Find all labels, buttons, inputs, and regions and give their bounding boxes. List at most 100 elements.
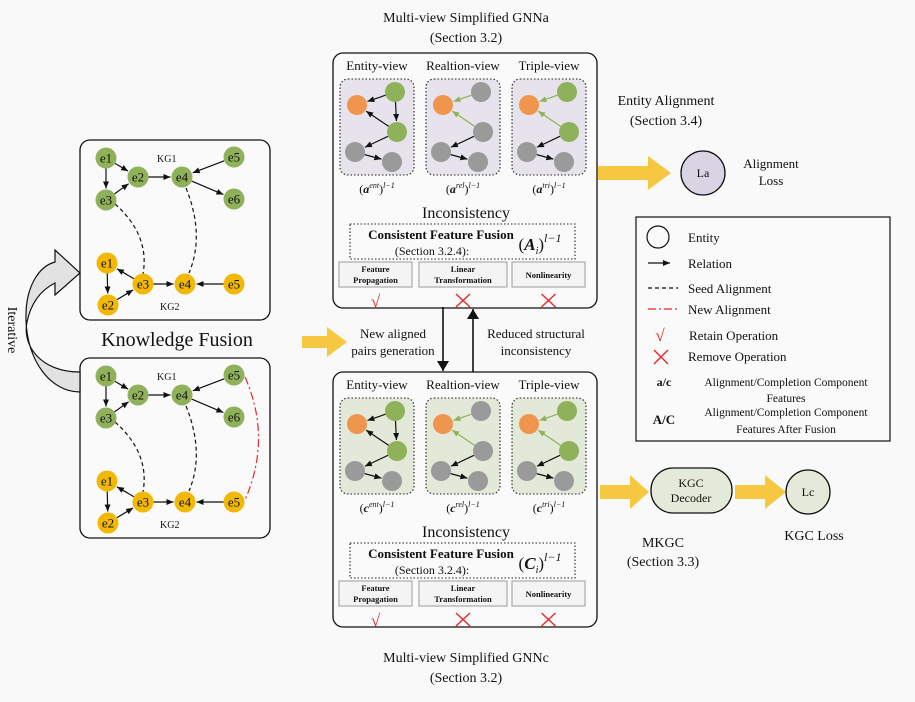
green-relation-arrow-icon: [537, 429, 562, 446]
view-entity-node: [517, 142, 537, 162]
kg1-entity-label: e4: [176, 170, 189, 185]
operation-box: [418, 580, 508, 607]
entity-alignment-section: (Section 3.4): [630, 114, 703, 129]
kg2-entity-label: e1: [101, 474, 113, 489]
fusion-box: [349, 542, 576, 579]
view-feature-label: (ctri)l−1: [533, 500, 566, 515]
kg2-entity-label: e3: [137, 495, 149, 510]
fusion-section: (Section 3.2.4):: [395, 244, 469, 258]
view-title: Realtion-view: [426, 377, 500, 392]
new-aligned-label-2: pairs generation: [351, 343, 435, 358]
legend-relation: Relation: [688, 256, 733, 271]
kg1-label: KG1: [157, 372, 176, 383]
view-entity-node: [557, 82, 577, 102]
view-entity-node: [385, 401, 405, 421]
relation-arrow-icon: [450, 454, 475, 467]
legend-check-icon: √: [655, 326, 665, 345]
kg1-entity-node: [223, 406, 245, 428]
alignment-loss-label-2: Loss: [759, 173, 784, 188]
legend-AC-line2: Features After Fusion: [736, 424, 836, 436]
new-alignment-line: [244, 376, 260, 501]
legend-ac-key: a/c: [657, 375, 672, 389]
fused-feature-label: (Ai)l−1: [519, 231, 562, 257]
kg1-entity-node: [171, 166, 193, 188]
kg2-entity-node: [97, 294, 119, 316]
relation-arrow-icon: [114, 380, 129, 390]
kg1-entity-label: e6: [228, 410, 241, 425]
kg1-entity-label: e4: [176, 388, 189, 403]
relation-arrow-icon: [114, 401, 130, 413]
view-entity-node: [387, 441, 407, 461]
kg1-entity-node: [127, 384, 149, 406]
relation-arrow-icon: [450, 473, 468, 480]
kg1-entity-label: e1: [100, 369, 112, 384]
relation-arrow-icon: [536, 454, 561, 467]
view-entity-node: [382, 152, 402, 172]
view-entity-node: [385, 82, 405, 102]
relation-arrow-icon: [116, 486, 135, 498]
green-relation-arrow-icon: [453, 94, 472, 103]
view-entity-node: [433, 95, 453, 115]
kgc-decoder: [650, 467, 733, 514]
kg2-entity-node: [97, 512, 119, 534]
gnn-c-title: Multi-view Simplified GNNc: [383, 651, 549, 666]
view-entity-node: [473, 441, 493, 461]
view-entity-node: [468, 471, 488, 491]
operation-box: [418, 261, 508, 288]
relation-arrow-icon: [450, 135, 475, 148]
mkgc-section: (Section 3.3): [627, 555, 700, 570]
view-entity-node: [559, 122, 579, 142]
entity-alignment-title: Entity Alignment: [618, 94, 715, 109]
legend-AC-key: A/C: [653, 412, 675, 427]
kg2-entity-node: [174, 273, 196, 295]
gnn-a-section: (Section 3.2): [430, 31, 503, 46]
cross-icon: [455, 293, 471, 308]
inconsistency-label: Inconsistency: [422, 205, 510, 222]
seed-alignment-line: [114, 203, 145, 275]
view-entity-node: [519, 95, 539, 115]
kg2-entity-label: e2: [102, 298, 114, 313]
kg2-entity-label: e2: [102, 516, 114, 531]
legend-AC-line1: Alignment/Completion Component: [704, 407, 868, 419]
la-loss-node: [680, 150, 726, 196]
kg2-entity-node: [132, 491, 154, 513]
view-entity-node: [471, 401, 491, 421]
view-feature-label: (aent)l−1: [359, 181, 394, 196]
relation-arrow-icon: [365, 110, 390, 127]
gnn-a-panel: Entity-view(aent)l−1Realtion-view(arel)l…: [332, 52, 598, 311]
view-entity-node: [473, 122, 493, 142]
view-entity-node: [471, 82, 491, 102]
legend-ac-line2: Features: [767, 393, 806, 405]
relation-arrow-icon: [364, 135, 389, 148]
kg1-entity-node: [171, 384, 193, 406]
view-feature-label: (cent)l−1: [360, 500, 395, 515]
legend-cross-icon: [653, 349, 669, 365]
seed-alignment-line: [185, 187, 197, 274]
gnn-a-title: Multi-view Simplified GNNa: [383, 11, 549, 26]
view-entity-node: [557, 401, 577, 421]
decoder-to-loss-arrow-icon: [735, 475, 786, 509]
legend-new-alignment: New Alignment: [688, 302, 771, 317]
kg1-entity-label: e3: [100, 411, 112, 426]
relation-arrow-icon: [191, 180, 224, 196]
kg1-entity-label: e1: [100, 151, 112, 166]
kgc-decoder-label-2: Decoder: [671, 491, 712, 505]
kgc-loss-label: KGC Loss: [784, 529, 844, 544]
cross-icon: [541, 293, 556, 308]
kg1-entity-label: e2: [132, 170, 144, 185]
legend-seed-alignment: Seed Alignment: [688, 281, 772, 296]
legend-remove-operation: Remove Operation: [688, 349, 787, 364]
green-relation-arrow-icon: [539, 413, 558, 422]
relation-arrow-icon: [536, 154, 554, 161]
fused-feature-label: (Ci)l−1: [519, 550, 562, 576]
view-entity-node: [554, 471, 574, 491]
new-aligned-label-1: New aligned: [360, 326, 427, 341]
kg1-entity-node: [95, 365, 117, 387]
kg2-label: KG2: [160, 302, 179, 313]
view-title: Realtion-view: [426, 58, 500, 73]
kg1-entity-label: e3: [100, 193, 112, 208]
operation-label: Linear: [451, 264, 476, 274]
green-relation-arrow-icon: [453, 413, 472, 422]
kg1-label: KG1: [157, 154, 176, 165]
